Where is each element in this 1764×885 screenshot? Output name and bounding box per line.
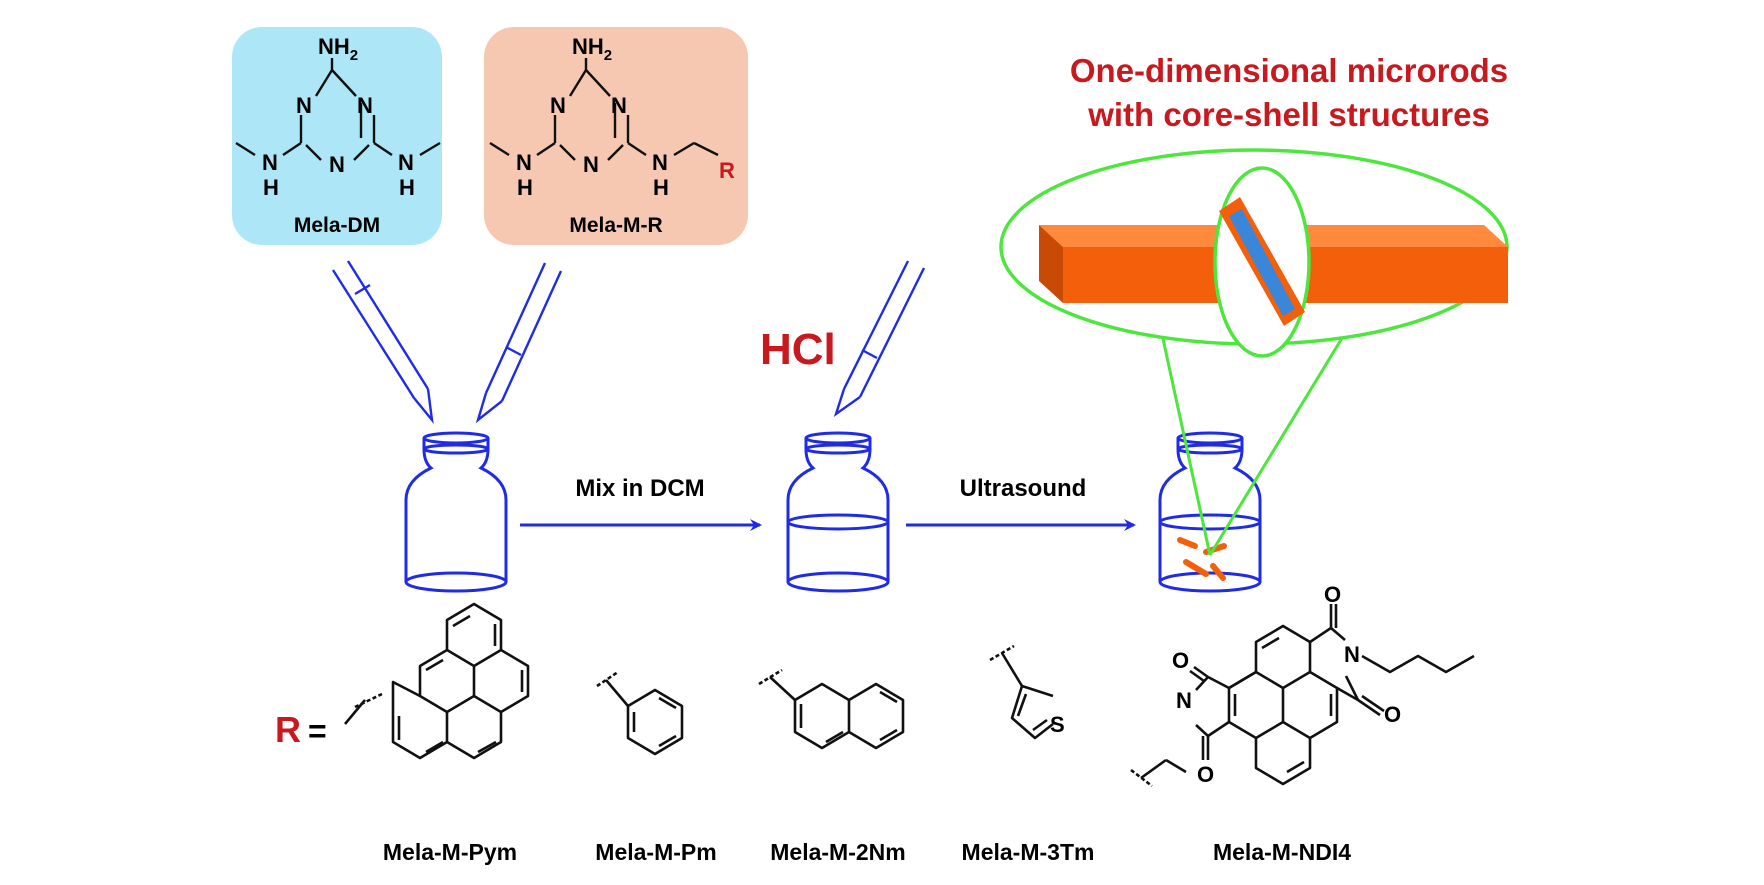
thienyl-substituent — [989, 644, 1054, 740]
result-title-line1: One-dimensional microrods — [1070, 52, 1508, 89]
ring-n-bottom: N — [329, 152, 345, 177]
nh-left-h: H — [263, 175, 279, 200]
pipette-left — [331, 260, 434, 425]
nh-left-n-2: N — [516, 150, 532, 175]
ring-n-right-2: N — [611, 93, 627, 118]
ndi-substituent — [1130, 604, 1475, 788]
nh-right-n: N — [398, 150, 414, 175]
ndi-n-left: N — [1176, 688, 1192, 713]
pipette-middle — [475, 262, 563, 424]
ultrasound-label: Ultrasound — [960, 475, 1087, 502]
phenyl-substituent — [596, 670, 684, 756]
r-group-equals: = — [308, 713, 327, 749]
vial-empty — [404, 431, 508, 593]
nh2-label-2: NH — [572, 34, 604, 59]
nh2-subscript-2: 2 — [604, 47, 612, 64]
svg-text:NH2: NH2 — [572, 34, 612, 64]
ndi-o-1: O — [1172, 648, 1189, 673]
ndi-o-4: O — [1384, 702, 1401, 727]
ring-n-left: N — [296, 93, 312, 118]
mela-dm-structure: NH2 N N N N H N H Mela-DM — [232, 27, 442, 245]
r-group-label: R — [275, 709, 301, 750]
pyrene-substituent — [344, 602, 530, 760]
nh-left-h-2: H — [517, 175, 533, 200]
name-2nm: Mela-M-2Nm — [770, 839, 905, 865]
ring-n-bottom-2: N — [583, 152, 599, 177]
pipette-right — [833, 260, 926, 418]
hcl-label: HCl — [760, 325, 836, 374]
nh-right-h-2: H — [653, 175, 669, 200]
nh-right-n-2: N — [652, 150, 668, 175]
thiophene-s: S — [1050, 712, 1065, 737]
vial-microrods — [1158, 431, 1262, 593]
naphthyl-substituent — [758, 668, 905, 750]
vial-mixed — [786, 431, 890, 593]
ndi-o-3: O — [1324, 582, 1341, 607]
result-title-line2: with core-shell structures — [1087, 96, 1490, 133]
ring-n-left-2: N — [550, 93, 566, 118]
mela-dm-label: Mela-DM — [294, 214, 380, 237]
name-3tm: Mela-M-3Tm — [962, 839, 1095, 865]
nh2-subscript: 2 — [350, 47, 358, 64]
name-pym: Mela-M-Pym — [383, 839, 517, 865]
mix-label: Mix in DCM — [575, 475, 704, 502]
core-shell-cross-section — [1213, 166, 1311, 358]
name-ndi4: Mela-M-NDI4 — [1213, 839, 1351, 865]
name-pm: Mela-M-Pm — [595, 839, 716, 865]
r-atom: R — [719, 158, 735, 183]
ring-n-right: N — [357, 93, 373, 118]
mela-m-r-label: Mela-M-R — [569, 214, 662, 237]
ndi-n-right: N — [1344, 642, 1360, 667]
nh2-label: NH — [318, 34, 350, 59]
nh-right-h: H — [399, 175, 415, 200]
nh-left-n: N — [262, 150, 278, 175]
svg-text:NH2: NH2 — [318, 34, 358, 64]
mela-m-r-structure: NH2 N N N N H N H R Mela-M-R — [484, 27, 748, 245]
ndi-o-2: O — [1197, 762, 1214, 787]
